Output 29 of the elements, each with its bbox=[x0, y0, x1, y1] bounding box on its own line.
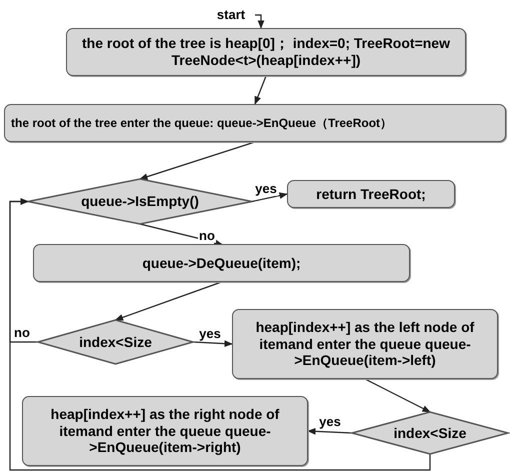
process-box bbox=[22, 396, 308, 466]
node-text: heap[index++] as the right node of itemand enter the queue queue->EnQueue(item->right) bbox=[50, 406, 280, 456]
arrow bbox=[254, 76, 267, 105]
node-text: the root of the tree enter the queue: queue->EnQueue（TreeRoot） bbox=[11, 116, 392, 130]
node-text: index<Size bbox=[79, 334, 152, 350]
arrow bbox=[139, 141, 256, 180]
arrow bbox=[252, 192, 288, 202]
arrow bbox=[192, 340, 233, 347]
process-box bbox=[33, 244, 410, 282]
decision-diamond bbox=[28, 179, 252, 224]
arrow bbox=[307, 428, 352, 435]
node-text: index<Size bbox=[394, 424, 466, 442]
arrow bbox=[9, 198, 431, 471]
process-box bbox=[66, 28, 466, 76]
process-box bbox=[232, 309, 498, 379]
node-text: queue->DeQueue(item); bbox=[142, 254, 301, 272]
process-box bbox=[287, 180, 455, 208]
decision-diamond bbox=[352, 412, 508, 454]
start-label: start bbox=[216, 7, 246, 23]
node-text: queue->IsEmpty() bbox=[81, 193, 199, 210]
arrow bbox=[255, 14, 264, 29]
node-text: the root of the tree is heap[0]； index=0; TreeRoot=new TreeNode<t>(heap[index++]) bbox=[81, 35, 451, 69]
process-box bbox=[4, 104, 506, 142]
arrow bbox=[114, 281, 222, 321]
node-text: return TreeRoot; bbox=[316, 186, 426, 202]
arrow bbox=[140, 223, 222, 246]
node-text: heap[index++] as the left node of itemand enter the queue queue->EnQueue(item->left) bbox=[254, 318, 476, 370]
decision-diamond bbox=[38, 320, 193, 364]
arrow bbox=[364, 378, 431, 413]
